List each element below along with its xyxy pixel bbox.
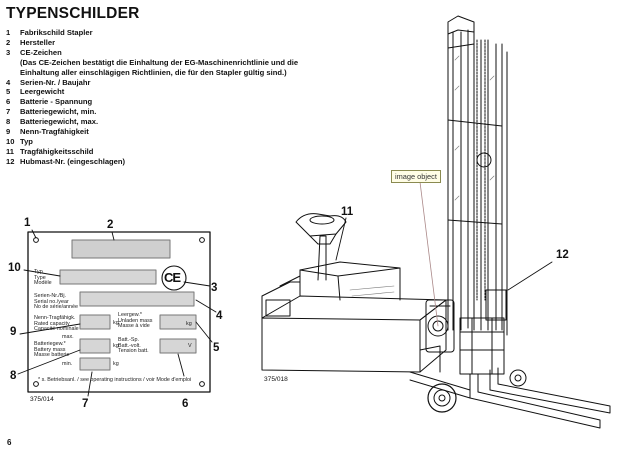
plate-max-label: max. xyxy=(62,334,74,340)
plate-unit-kg: kg xyxy=(186,321,192,327)
truck-figure-code: 375/018 xyxy=(264,376,288,383)
legend-number: 1 xyxy=(6,28,11,37)
legend-text: Tragfähigkeitsschild xyxy=(20,146,94,156)
legend-text: CE-Zeichen xyxy=(20,47,62,57)
callout-5: 5 xyxy=(213,342,220,354)
rivet-icon xyxy=(33,381,39,387)
rivet-icon xyxy=(199,237,205,243)
legend-number: 3 xyxy=(6,47,11,57)
plate-unit-kg: kg xyxy=(113,361,119,367)
battery-min-field xyxy=(79,357,111,371)
plate-voltage-label: Batt.-Sp. Batt.-volt. Tension batt. xyxy=(118,337,149,355)
nameplate-outline xyxy=(27,231,211,393)
callout-7: 7 xyxy=(82,398,89,410)
legend-text: Serien-Nr. / Baujahr xyxy=(20,77,91,87)
drive-housing xyxy=(425,299,455,353)
rivet-icon xyxy=(199,381,205,387)
load-wheel xyxy=(509,369,527,387)
legend-text: Nenn-Tragfähigkeit xyxy=(20,127,89,137)
plate-unit-v: V xyxy=(188,343,192,349)
legend-text: Batterie - Spannung xyxy=(20,97,93,107)
legend-number: 11 xyxy=(6,146,15,156)
legend-text: Hersteller xyxy=(20,37,56,47)
plate-serial-label: Serien-Nr./Bj. Serial no./year No de sér… xyxy=(34,293,79,311)
legend-text: Hubmast-Nr. (eingeschlagen) xyxy=(20,156,126,166)
legend-item-3: 3 CE-Zeichen(Das CE-Zeichen bestätigt die… xyxy=(6,48,306,78)
plate-tare-label: Leergew.* Unladen mass Masse à vide xyxy=(118,312,153,330)
legend-number: 2 xyxy=(6,37,11,47)
callout-10: 10 xyxy=(8,262,21,274)
callout-2: 2 xyxy=(107,219,114,231)
legend-list: 1 Fabrikschild Stapler 2 Hersteller 3 CE-Ze… xyxy=(6,28,306,167)
plate-unit-kg: kg xyxy=(113,320,119,326)
wheels xyxy=(427,369,527,413)
callout-6: 6 xyxy=(182,398,189,410)
legend-text: Batteriegewicht, min. xyxy=(20,107,97,117)
ce-mark: CE xyxy=(164,270,181,285)
tag-pointer-line xyxy=(419,181,439,327)
serial-field xyxy=(79,291,195,307)
legend-number: 5 xyxy=(6,87,11,97)
drive-wheel xyxy=(427,383,457,413)
page-number: 6 xyxy=(7,438,12,447)
image-object-tag[interactable]: image object xyxy=(391,170,441,183)
legend-number: 7 xyxy=(6,107,11,117)
callout-12: 12 xyxy=(556,249,569,261)
plate-battery-label: Batteriegew.* Battery mass Masse batteri… xyxy=(34,341,70,359)
callout-4: 4 xyxy=(216,310,223,322)
plate-footnote: * s. Betriebsanl. / see operating instru… xyxy=(38,377,192,383)
legend-number: 8 xyxy=(6,117,11,127)
drive-wheel-hub xyxy=(433,389,451,407)
ce-mark-ring xyxy=(161,265,187,291)
type-field xyxy=(59,269,157,285)
callout-8: 8 xyxy=(10,370,17,382)
legend-text: Typ xyxy=(20,136,33,146)
fork-carriage xyxy=(459,289,507,375)
legend-item-2: 2 Hersteller xyxy=(6,38,306,48)
plate-figure-code: 375/014 xyxy=(30,396,54,403)
plate-capacity-label: Nenn-Tragfähigk. Rated capacity Capacité… xyxy=(34,315,79,333)
legend-item-1: 1 Fabrikschild Stapler xyxy=(6,28,306,38)
forklift-drawing xyxy=(261,15,611,429)
callout-1: 1 xyxy=(24,217,31,229)
tiller xyxy=(295,213,347,281)
legend-item-4: 4 Serien-Nr. / Baujahr xyxy=(6,78,306,88)
legend-item-8: 8 Batteriegewicht, max. xyxy=(6,117,306,127)
legend-number: 10 xyxy=(6,136,15,146)
legend-item-10: 10 Typ xyxy=(6,137,306,147)
drive-wheel-axle xyxy=(438,394,446,402)
legend-number: 6 xyxy=(6,97,11,107)
nameplate-leader-lines xyxy=(17,229,217,397)
legend-number: 9 xyxy=(6,127,11,137)
legend-number: 4 xyxy=(6,77,11,87)
battery-max-field xyxy=(79,338,111,354)
legend-text: Fabrikschild Stapler xyxy=(20,28,93,37)
plate-unit-kg: kg xyxy=(113,343,119,349)
callout-9: 9 xyxy=(10,326,17,338)
capacity-field xyxy=(79,314,111,330)
chassis xyxy=(261,261,471,399)
page-title: TYPENSCHILDER xyxy=(6,5,140,22)
plate-type-label: Typ Type Modèle xyxy=(34,269,52,287)
load-wheel-axle xyxy=(514,374,522,382)
nameplate-drawing xyxy=(17,229,217,397)
voltage-field xyxy=(159,338,197,354)
plate-min-label: min. xyxy=(62,361,73,367)
legend-text: Leergewicht xyxy=(20,87,65,97)
legend-item-6: 6 Batterie - Spannung xyxy=(6,97,306,107)
legend-item-12: 12 Hubmast-Nr. (eingeschlagen) xyxy=(6,157,306,167)
callout-11: 11 xyxy=(341,206,354,218)
legend-item-7: 7 Batteriegewicht, min. xyxy=(6,107,306,117)
mast xyxy=(447,15,508,336)
legend-item-9: 9 Nenn-Tragfähigkeit xyxy=(6,127,306,137)
forks xyxy=(469,367,611,429)
legend-item-11: 11 Tragfähigkeitsschild xyxy=(6,147,306,157)
manufacturer-field xyxy=(71,239,171,259)
legend-number: 12 xyxy=(6,156,15,166)
callout-3: 3 xyxy=(211,282,218,294)
legend-note: (Das CE-Zeichen bestätigt die Einhaltung… xyxy=(20,57,299,77)
legend-item-5: 5 Leergewicht xyxy=(6,87,306,97)
legend-text: Batteriegewicht, max. xyxy=(20,117,99,127)
